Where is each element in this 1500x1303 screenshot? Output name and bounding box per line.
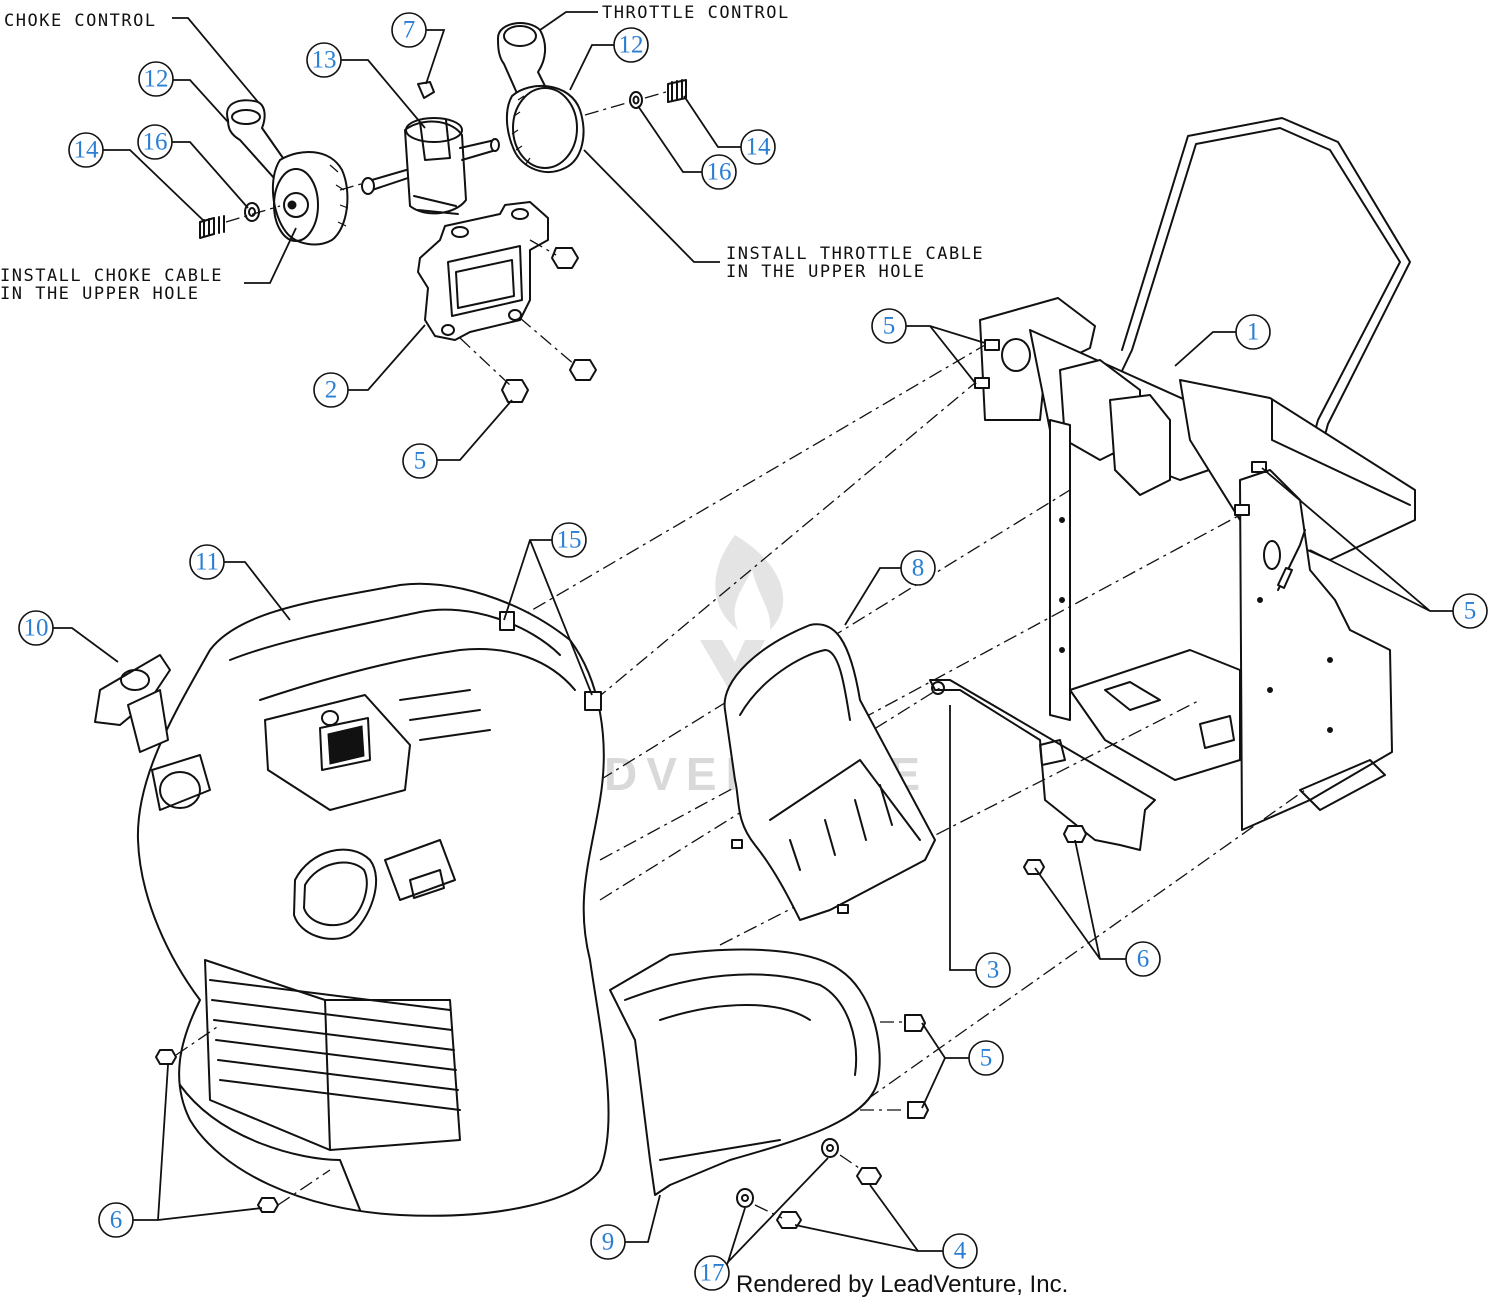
throttle-control-note: THROTTLE CONTROL [602, 3, 790, 23]
callout-10: 10 [18, 610, 54, 646]
callout-14-throttle: 14 [740, 129, 776, 165]
callout-label: 11 [195, 549, 219, 576]
side-panel-lower [609, 948, 929, 1229]
choke-cable-note-line2: IN THE UPPER HOLE [0, 284, 200, 304]
mounting-panel [929, 679, 1156, 875]
callout-9: 9 [590, 1224, 626, 1260]
choke-control-note: CHOKE CONTROL [4, 11, 157, 31]
throttle-control-assembly [497, 22, 687, 173]
callout-label: 5 [883, 313, 896, 340]
choke-control-assembly [199, 99, 369, 246]
callout-2: 2 [313, 372, 349, 408]
leader-lines [52, 29, 1454, 1272]
side-panel-upper [723, 623, 936, 921]
callout-label: 15 [557, 527, 582, 554]
frame-assembly [974, 117, 1416, 831]
callout-6-panel: 6 [1125, 941, 1161, 977]
center-pivot-assembly [361, 81, 597, 403]
hood-assembly [94, 582, 610, 1217]
callout-label: 6 [110, 1207, 123, 1234]
callout-label: 1 [1247, 319, 1260, 346]
callout-label: 10 [24, 615, 49, 642]
callout-15: 15 [551, 522, 587, 558]
callout-label: 6 [1137, 946, 1150, 973]
callout-label: 5 [414, 448, 427, 475]
callout-5-side: 5 [968, 1040, 1004, 1076]
callout-label: 14 [746, 134, 772, 161]
throttle-cable-note-line1: INSTALL THROTTLE CABLE [726, 244, 984, 264]
callout-label: 17 [700, 1260, 725, 1287]
callout-label: 2 [325, 377, 338, 404]
notes: CHOKE CONTROL THROTTLE CONTROL INSTALL C… [0, 3, 984, 304]
choke-cable-note-line1: INSTALL CHOKE CABLE [0, 266, 223, 286]
callout-13: 13 [306, 42, 342, 78]
callout-label: 9 [602, 1229, 615, 1256]
callout-12-throttle: 12 [613, 27, 649, 63]
callout-6-hood: 6 [98, 1202, 134, 1238]
callout-16-throttle: 16 [701, 154, 737, 190]
callout-label: 3 [987, 957, 1000, 984]
callout-label: 13 [312, 47, 337, 74]
callout-16-choke: 16 [137, 124, 173, 160]
callout-12-choke: 12 [138, 61, 174, 97]
callout-label: 16 [143, 129, 168, 156]
callout-4: 4 [942, 1233, 978, 1269]
callout-8: 8 [900, 550, 936, 586]
callout-1: 1 [1235, 314, 1271, 350]
callout-label: 8 [912, 555, 925, 582]
callout-label: 7 [403, 17, 416, 44]
callout-3: 3 [975, 952, 1011, 988]
callouts: 12 14 16 13 7 12 14 16 2 5 5 1 5 15 11 1… [18, 12, 1488, 1291]
callout-label: 4 [954, 1238, 967, 1265]
callout-14-choke: 14 [68, 132, 104, 168]
callout-label: 12 [619, 32, 644, 59]
callout-5-bracket: 5 [402, 443, 438, 479]
callout-17: 17 [694, 1255, 730, 1291]
callout-11: 11 [189, 544, 225, 580]
callout-label: 12 [144, 66, 169, 93]
footer-credit: Rendered by LeadVenture, Inc. [736, 1271, 1068, 1298]
callout-label: 5 [980, 1045, 993, 1072]
callout-label: 16 [707, 159, 732, 186]
callout-7: 7 [391, 12, 427, 48]
callout-label: 14 [74, 137, 100, 164]
callout-label: 5 [1464, 598, 1477, 625]
throttle-cable-note-line2: IN THE UPPER HOLE [726, 262, 926, 282]
callout-5-frame-upper: 5 [871, 308, 907, 344]
callout-5-frame-right: 5 [1452, 593, 1488, 629]
